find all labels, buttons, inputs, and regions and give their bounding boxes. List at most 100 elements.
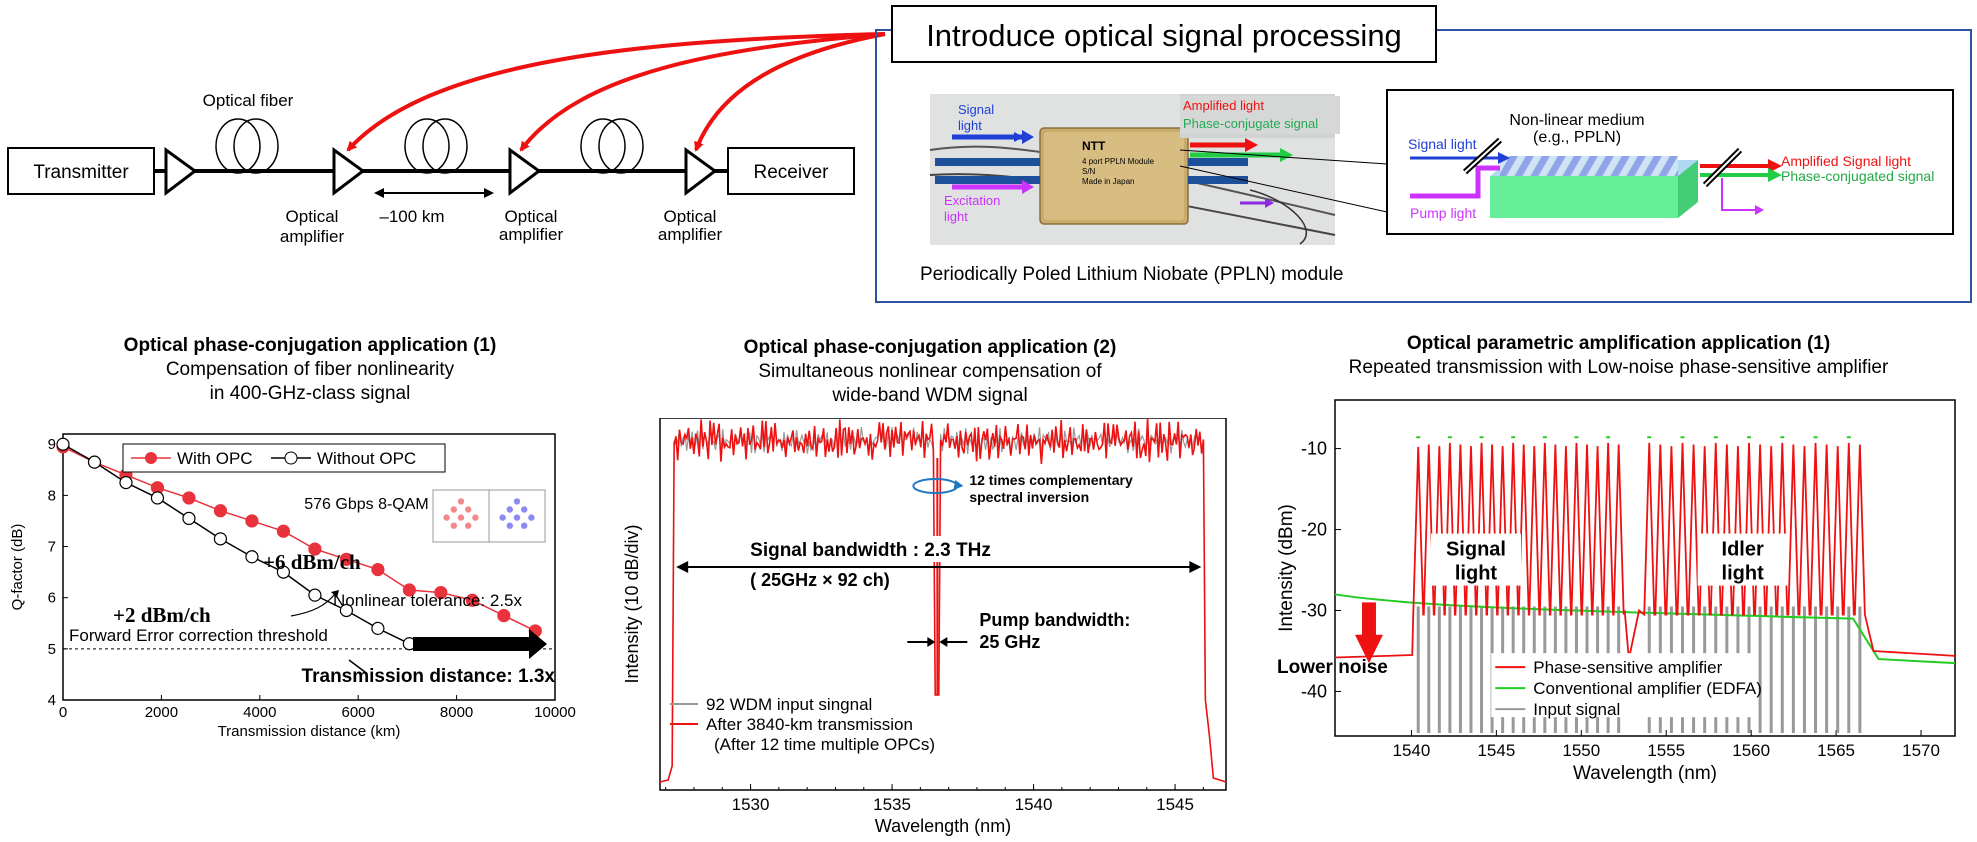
panel1-subtitle-1: Compensation of fiber nonlinearity [165,359,455,380]
receiver-label: Receiver [754,162,830,183]
x-tick-label: 1545 [1477,741,1515,760]
signal-box-line2: light [1455,563,1498,585]
bandwidth-label-bg [746,536,1015,562]
x-tick-label: 1535 [873,795,911,814]
inset-amplified-signal: Amplified Signal light [1781,153,1911,169]
x-tick-label: 1565 [1817,741,1855,760]
constellation-point-blue [513,514,521,521]
photo-excitation-light-1: Excitation [944,193,1000,208]
x-tick-label: 10000 [534,704,576,721]
panel-opc-1: Optical phase-conjugation application (1… [0,330,620,842]
annotation-inversion-2: spectral inversion [969,489,1089,505]
y-tick-label: -20 [1301,520,1327,540]
y-tick-label: 7 [48,539,56,556]
inset-signal-light: Signal light [1408,136,1477,152]
distance-arrow [413,629,547,659]
x-tick-label: 0 [59,704,67,721]
panel2-subtitle-1: Simultaneous nonlinear compensation of [758,361,1102,382]
photo-signal-light-1: Signal [958,102,994,117]
y-tick-label: 4 [48,692,56,709]
data-point [308,542,322,556]
data-point [339,603,353,618]
idler-box [1697,533,1788,586]
amp-label-2-line1: Optical [505,207,558,226]
inversion-arrow-head [953,480,964,490]
amp-label-3-line1: Optical [664,207,717,226]
data-point [245,514,259,528]
x-tick-label: 1550 [1562,741,1600,760]
x-tick-label: 1570 [1902,741,1940,760]
legend-label-without-opc: Without OPC [317,449,416,468]
idler-box-line2: light [1722,563,1765,585]
panel3-title: Optical parametric amplification applica… [1406,333,1831,354]
pump-arrow-left-head [927,637,936,647]
y-tick-label: -40 [1301,681,1327,701]
annotation-distance: Transmission distance: 1.3x [302,666,556,687]
data-point [465,593,479,607]
data-point [56,437,70,451]
legend-marker-with-opc [145,452,157,464]
panel2-subtitle-2: wide-band WDM signal [832,385,1028,406]
x-axis-label: Transmission distance (km) [218,723,401,740]
data-point [371,621,385,635]
panel-opc-2: Optical phase-conjugation application (2… [620,330,1260,842]
constellation-point-blue [513,498,521,505]
signal-box-line1: Signal [1446,539,1506,561]
ppln-caption: Periodically Poled Lithium Niobate (PPLN… [920,264,1343,285]
amp-label-3-line2: amplifier [658,225,723,244]
panel3-subtitle: Repeated transmission with Low-noise pha… [1348,357,1889,378]
data-point [308,588,322,602]
photo-excitation-light-2: light [944,209,968,224]
amplifier-icon-2 [508,147,542,197]
intro-title: Introduce optical signal processing [926,18,1402,53]
amp-label-1-line1: Optical [286,207,339,226]
constellation-point-blue [506,506,513,513]
y-axis-label: Q-factor (dB) [9,524,26,611]
y-tick-label: 9 [48,436,56,453]
annotation-bandwidth-1: Signal bandwidth : 2.3 THz [750,540,991,561]
panel3-chart: 1540 1545 1550 1555 1560 1565 1570 -10 -20 -30 -40… [1276,399,1956,784]
legend-label-2: Input signal [1533,700,1620,719]
bandwidth-arrow-head-left [676,561,689,573]
ppln-crystal [1490,156,1698,218]
spectrum-after-transmission [659,418,1227,783]
x-tick-label: 1555 [1647,741,1685,760]
annotation-plus6: +6 dBm/ch [263,550,361,574]
bandwidth-arrow-head-right [1189,561,1202,573]
y-tick-label: -30 [1301,601,1327,621]
x-tick-label: 1540 [1015,795,1053,814]
y-tick-label: 6 [48,590,56,607]
annotation-bandwidth-2: ( 25GHz × 92 ch) [750,570,890,590]
bandwidth-label-bg2 [746,568,917,592]
panel1-title: Optical phase-conjugation application (1… [123,335,497,356]
annotation-nonlinear: Nonlinear tolerance: 2.5x [333,591,523,610]
panel-opa-1: Optical parametric amplification applica… [1260,330,1977,842]
data-point [371,562,385,577]
legend-label-after: After 3840-km transmission [706,715,913,734]
legend-label-0: Phase-sensitive amplifier [1533,658,1722,677]
inset-phase-conjugated: Phase-conjugated signal [1781,168,1934,184]
annotation-curve-head [331,590,339,598]
constellation-point-red [465,506,472,513]
span-label: –100 km [379,207,444,226]
fiber-coil-icon-3 [580,118,644,174]
lower-noise-arrow [1354,602,1383,664]
optical-fiber-label: Optical fiber [203,91,294,110]
annotation-pump-1: Pump bandwidth: [979,610,1130,630]
constellation-point-red [443,514,450,521]
y-tick-label: -10 [1301,439,1327,459]
x-tick-label: 1545 [1156,795,1194,814]
data-point [182,491,196,505]
amplifier-icon-tx [164,147,198,197]
constellation-point-blue [499,514,506,521]
data-point [182,511,196,526]
data-point [87,455,102,469]
x-tick-label: 1540 [1393,741,1431,760]
x-tick-label: 2000 [145,704,178,721]
y-tick-label: 8 [48,487,56,504]
legend-bg [1491,653,1752,718]
fiber-coil-icon-2 [404,118,468,174]
x-tick-label: 1560 [1732,741,1770,760]
